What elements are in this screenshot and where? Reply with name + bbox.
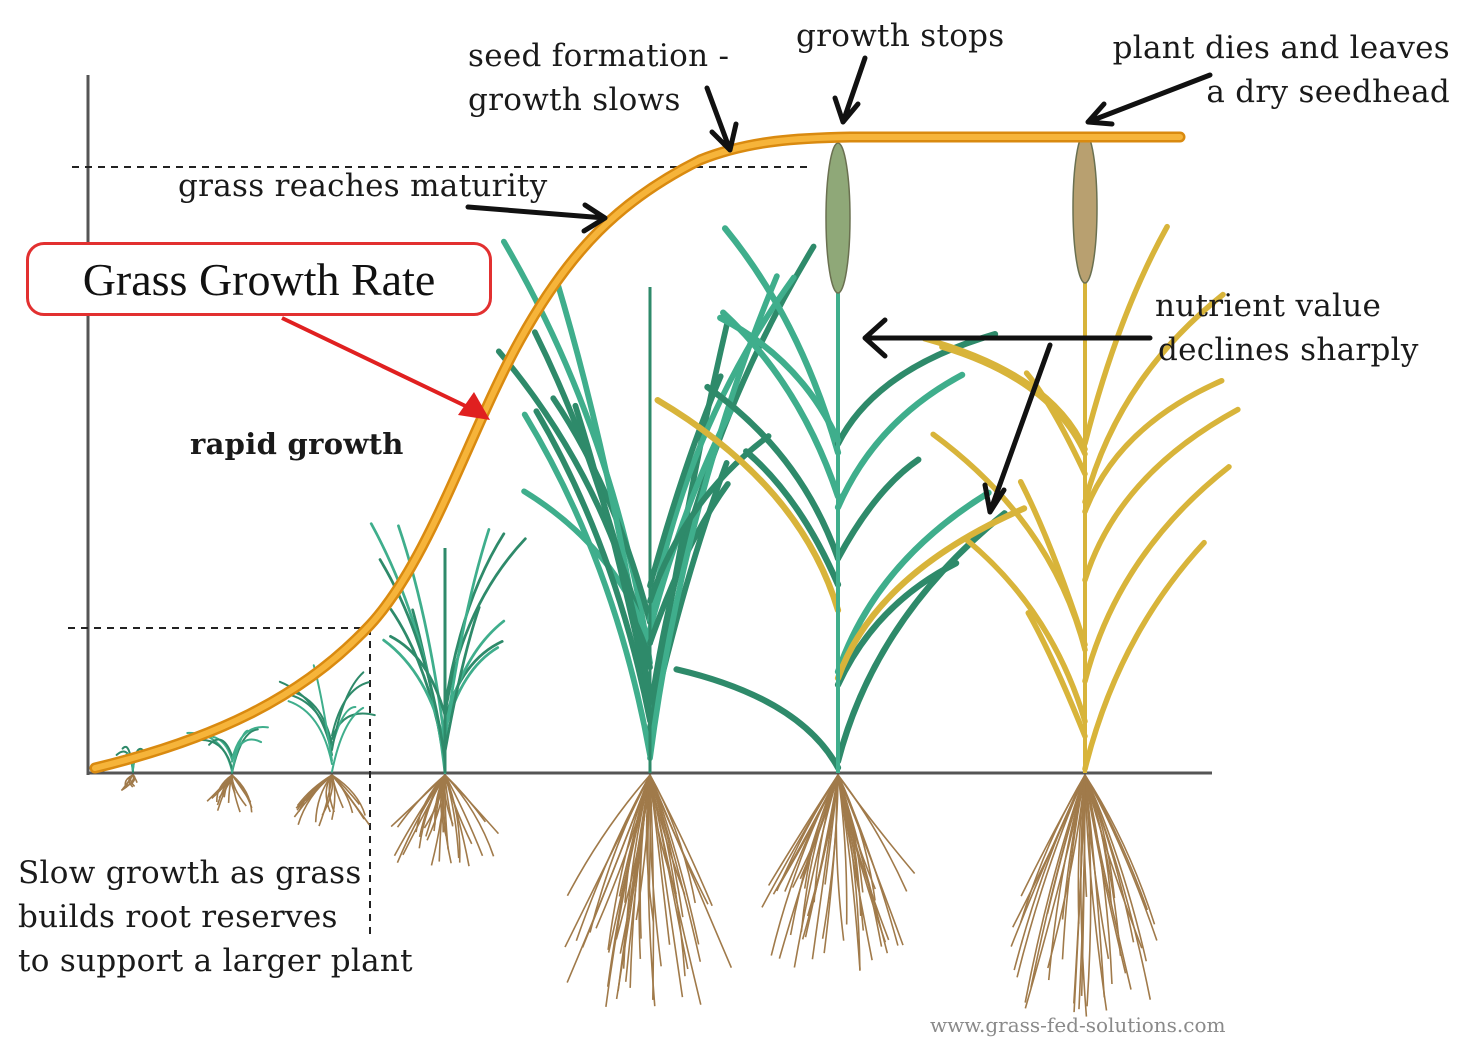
seed-formation-arrow [707, 88, 736, 150]
maturity-label: grass reaches maturity [178, 164, 548, 208]
plant-roots [1011, 775, 1157, 1017]
seedhead [826, 143, 850, 293]
plant-roots [294, 775, 369, 826]
title-box: Grass Growth Rate [26, 242, 492, 316]
nutrient-label-line1: nutrient value [1155, 284, 1381, 328]
seed-formation-label-line2: growth slows [468, 78, 681, 122]
seed-formation-label-line1: seed formation - [468, 34, 729, 78]
plant-leaves [371, 524, 525, 773]
diagram-title: Grass Growth Rate [29, 245, 489, 313]
slow-growth-label-line1: Slow growth as grass [18, 851, 362, 895]
seedhead [1073, 133, 1097, 283]
growth-stops-label: growth stops [796, 14, 1005, 58]
grass-plant-7 [925, 133, 1238, 1017]
plant-roots [565, 775, 731, 1007]
grass-plant-6 [658, 143, 1024, 971]
slow-growth-label-line2: builds root reserves [18, 895, 338, 939]
plant-dies-label-line2: a dry seedhead [1095, 70, 1450, 114]
growth-stops-arrow [835, 58, 865, 122]
nutrient-label-line2: declines sharply [1158, 328, 1419, 372]
plant-roots [391, 775, 498, 866]
grass-plant-4 [371, 524, 525, 867]
plant-dies-label-line1: plant dies and leaves [1095, 26, 1450, 70]
maturity-arrow [468, 205, 605, 231]
plant-leaves [499, 242, 814, 759]
plant-roots [207, 775, 252, 812]
slow-growth-label-line3: to support a larger plant [18, 939, 413, 983]
plant-leaves [280, 665, 375, 771]
plant-roots [121, 775, 137, 790]
plant-roots [762, 775, 915, 971]
nutrient-arrow-1 [865, 320, 1150, 356]
title-red-arrow [282, 318, 490, 420]
rapid-growth-label: rapid growth [190, 422, 404, 466]
credit-url: www.grass-fed-solutions.com [930, 1013, 1225, 1037]
